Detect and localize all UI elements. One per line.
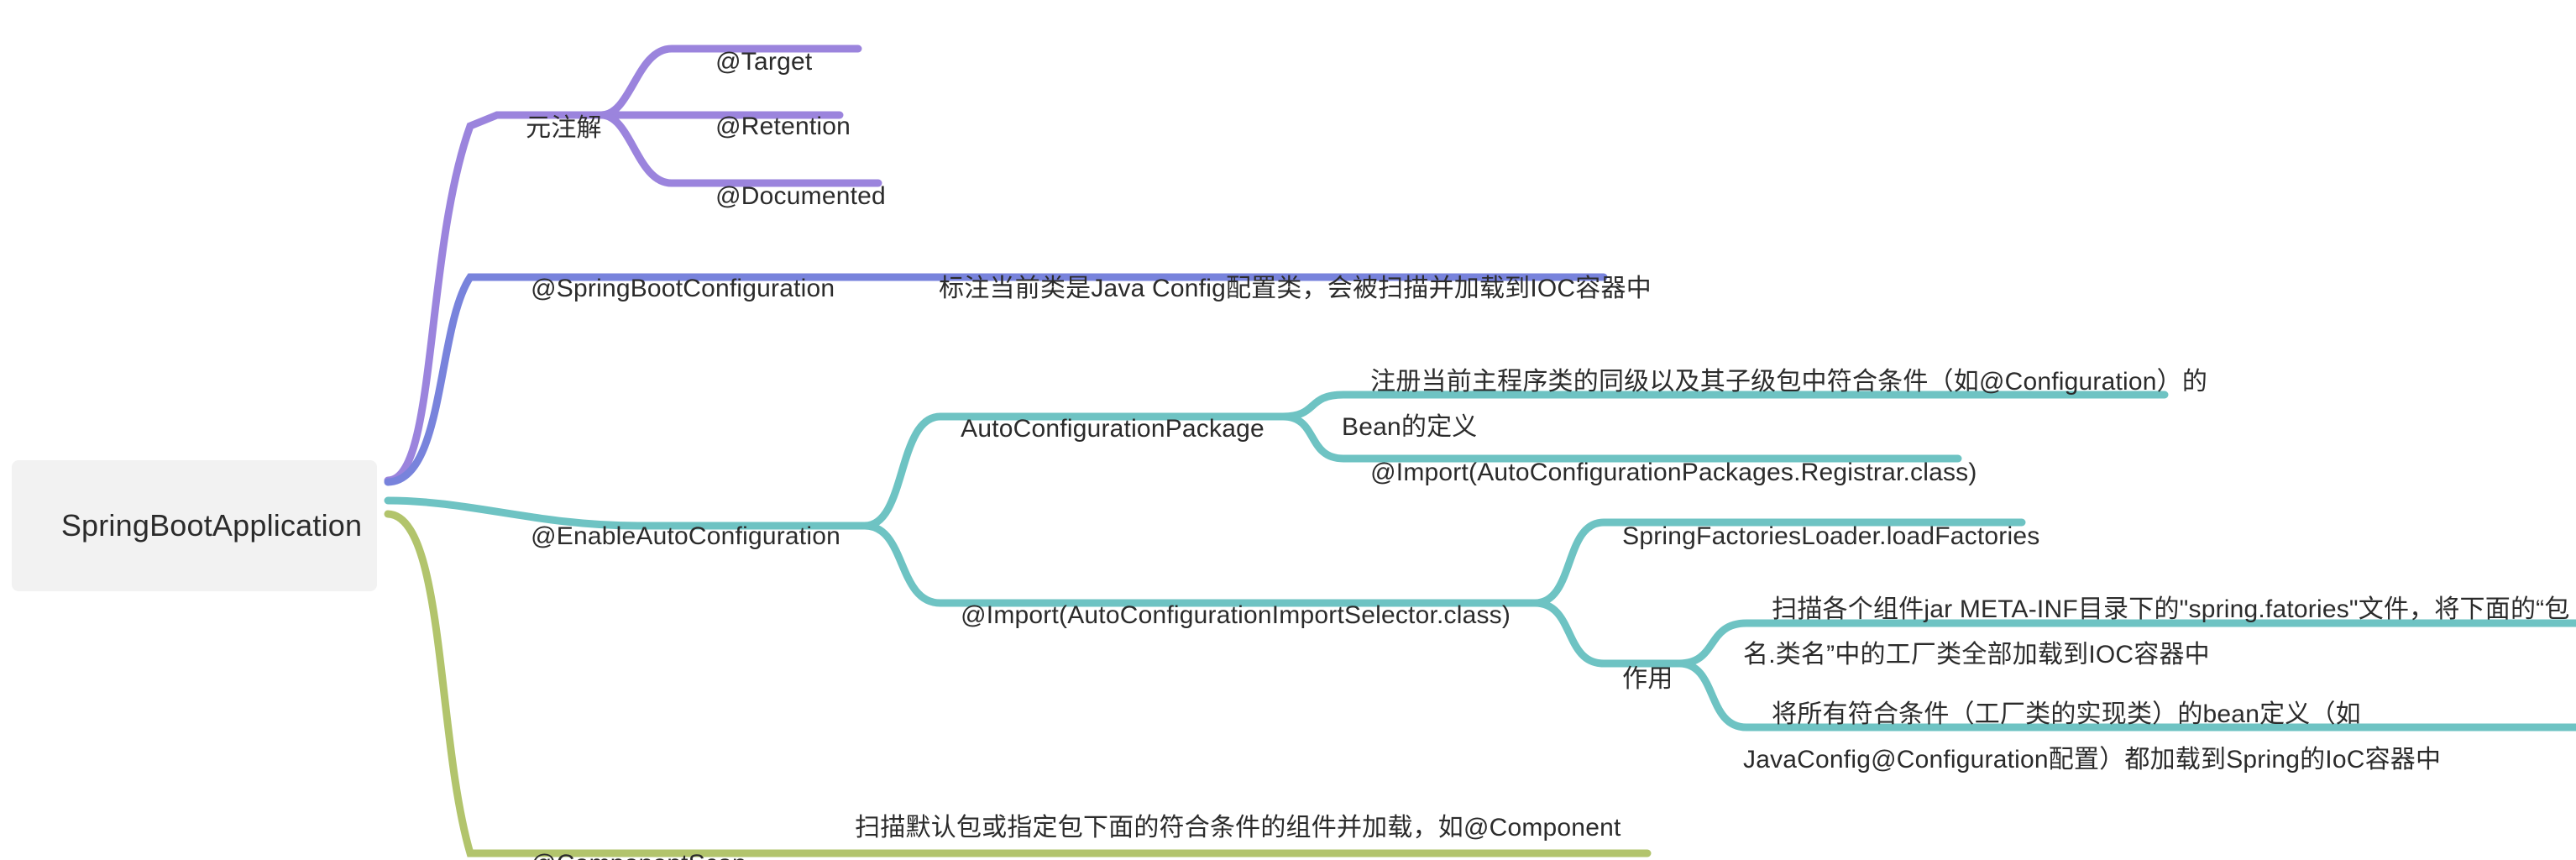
mindmap-root-label: SpringBootApplication xyxy=(60,508,363,543)
link-root-to-meta-annotation xyxy=(384,111,501,485)
mindmap-node-spring-boot-configuration[interactable]: @SpringBootConfiguration xyxy=(502,231,835,347)
mindmap-node-effect[interactable]: 作用 xyxy=(1594,621,1673,737)
mindmap-node-enable-auto-configuration[interactable]: @EnableAutoConfiguration xyxy=(502,479,840,595)
mindmap-node-label: 标注当前类是Java Config配置类，会被扫描并加载到IOC容器中 xyxy=(939,275,1652,302)
mindmap-node-label: @Import(AutoConfigurationPackages.Regist… xyxy=(1370,459,1977,486)
mindmap-node-label: @Retention xyxy=(715,113,851,140)
mindmap-node-load-bean-definitions[interactable]: 将所有符合条件（工厂类的实现类）的bean定义（如 JavaConfig@Con… xyxy=(1743,647,2441,828)
mindmap-node-register-bean-definition[interactable]: 注册当前主程序类的同级以及其子级包中符合条件（如@Configuration）的… xyxy=(1342,314,2207,496)
mindmap-node-label: @EnableAutoConfiguration xyxy=(531,522,840,550)
mindmap-node-target[interactable]: @Target xyxy=(687,4,812,120)
mindmap-node-documented[interactable]: @Documented xyxy=(687,139,886,254)
mindmap-node-label: @Target xyxy=(715,48,813,76)
mindmap-node-spring-factories-loader[interactable]: SpringFactoriesLoader.loadFactories xyxy=(1594,479,2039,595)
mindmap-node-label: 将所有符合条件（工厂类的实现类）的bean定义（如 JavaConfig@Con… xyxy=(1743,700,2442,773)
mindmap-node-label: 扫描各个组件jar META-INF目录下的"spring.fatories"文… xyxy=(1743,595,2570,669)
mindmap-node-label: 元注解 xyxy=(526,114,602,142)
mindmap-node-label: SpringFactoriesLoader.loadFactories xyxy=(1622,522,2040,550)
mindmap-node-label: 作用 xyxy=(1622,665,1673,693)
mindmap-node-label: @ComponentScan xyxy=(531,850,746,860)
mindmap-node-label: @SpringBootConfiguration xyxy=(531,275,835,302)
mindmap-node-registrar-import[interactable]: @Import(AutoConfigurationPackages.Regist… xyxy=(1342,415,1977,531)
mindmap-node-meta-annotation[interactable]: 元注解 xyxy=(497,71,602,186)
mindmap-node-component-scan-desc[interactable]: 扫描默认包或指定包下面的符合条件的组件并加载，如@Component @Cont… xyxy=(826,760,1621,860)
mindmap-node-retention[interactable]: @Retention xyxy=(687,69,851,185)
mindmap-node-label: 注册当前主程序类的同级以及其子级包中符合条件（如@Configuration）的… xyxy=(1342,368,2208,441)
mindmap-node-label: AutoConfigurationPackage xyxy=(961,415,1264,443)
mindmap-node-label: @Import(AutoConfigurationImportSelector.… xyxy=(961,601,1511,629)
mindmap-node-label: 扫描默认包或指定包下面的符合条件的组件并加载，如@Component @Cont… xyxy=(826,814,1621,860)
mindmap-root-node[interactable]: SpringBootApplication xyxy=(12,460,378,591)
mindmap-node-component-scan[interactable]: @ComponentScan xyxy=(502,806,746,860)
mindmap-node-label: @Documented xyxy=(715,182,886,210)
mindmap-node-import-selector[interactable]: @Import(AutoConfigurationImportSelector.… xyxy=(932,558,1511,674)
mindmap-node-spring-boot-configuration-desc[interactable]: 标注当前类是Java Config配置类，会被扫描并加载到IOC容器中 xyxy=(910,231,1652,347)
mindmap-node-scan-jar-factories[interactable]: 扫描各个组件jar META-INF目录下的"spring.fatories"文… xyxy=(1743,542,2570,723)
mindmap-node-auto-configuration-package[interactable]: AutoConfigurationPackage xyxy=(932,371,1264,487)
